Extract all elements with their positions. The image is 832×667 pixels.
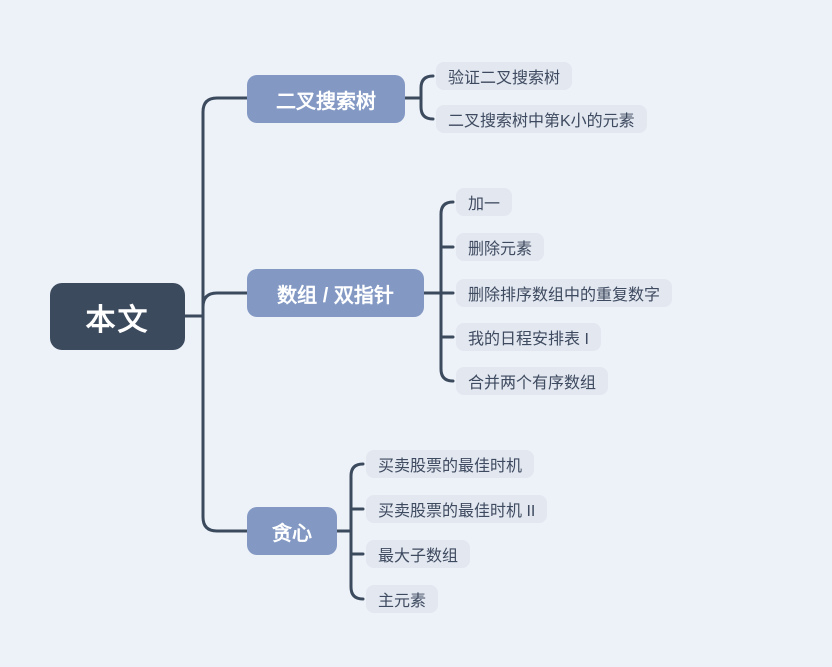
leaf-node-kth-smallest-in-bst: 二叉搜索树中第K小的元素: [436, 105, 647, 133]
leaf-node-my-calendar-1: 我的日程安排表 I: [456, 323, 601, 351]
leaf-node-remove-element: 删除元素: [456, 233, 545, 261]
leaf-node-plus-one: 加一: [456, 188, 513, 216]
leaf-node-merge-sorted-arrays: 合并两个有序数组: [456, 367, 609, 395]
root-node: 本文: [50, 283, 185, 350]
branch-node-array-two-pointers: 数组 / 双指针: [247, 269, 424, 317]
leaf-node-validate-bst: 验证二叉搜索树: [436, 62, 573, 90]
leaf-node-majority-element: 主元素: [366, 585, 439, 613]
leaf-node-maximum-subarray: 最大子数组: [366, 540, 471, 568]
branch-node-binary-search-tree: 二叉搜索树: [247, 75, 405, 123]
leaf-node-best-time-buy-sell-stock: 买卖股票的最佳时机: [366, 450, 535, 478]
leaf-node-best-time-buy-sell-stock-2: 买卖股票的最佳时机 II: [366, 495, 548, 523]
leaf-node-remove-duplicates-sorted-array: 删除排序数组中的重复数字: [456, 279, 673, 307]
branch-node-greedy: 贪心: [247, 507, 337, 555]
